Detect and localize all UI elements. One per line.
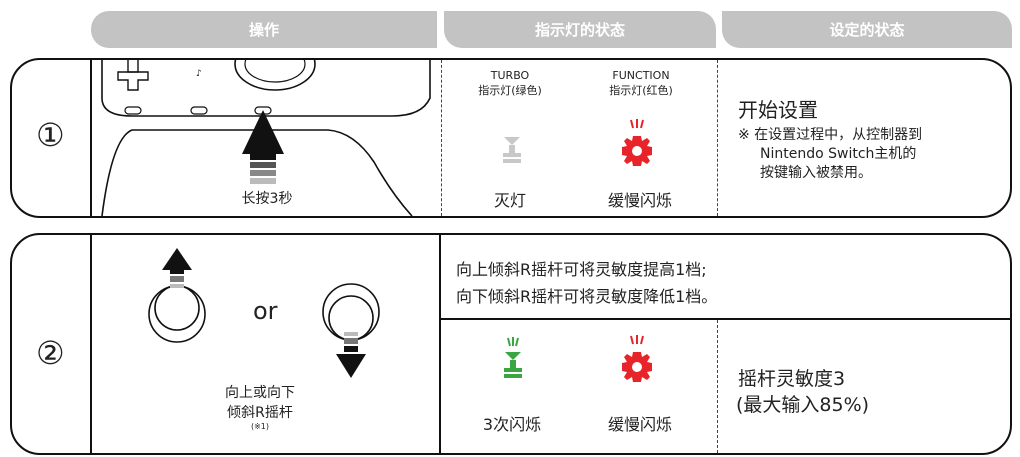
row1-note-3: 按键输入被禁用。 [760,165,872,181]
row1-note-1: ※ 在设置过程中，从控制器到 [738,127,923,143]
row2-hdivider [440,318,1012,320]
row1-divider [90,58,92,218]
turbo-led-green-icon [504,337,522,378]
function-header: FUNCTION 指示灯(红色) [596,69,686,98]
controller-illustration: ♪ [101,58,431,216]
tilt-line-1: 向上或向下 [225,385,295,401]
header-setting: 设定的状态 [722,11,1012,48]
row1-dash-divider-1 [441,60,442,216]
header-operation-label: 操作 [248,21,279,39]
tilt-note: (※1) [250,422,270,431]
row2-function-state: 缓慢闪烁 [607,415,672,434]
row2-setting-1: 摇杆灵敏度3 [738,368,846,390]
row1-turbo-state: 灭灯 [493,191,526,210]
row1-setting-title: 开始设置 [738,98,818,122]
row-1 [10,58,1012,218]
turbo-title: TURBO [490,69,530,82]
turbo-led-icon [503,137,521,163]
row1-number: ① [36,116,65,154]
row2-turbo-state: 3次闪烁 [482,415,542,434]
row-2 [10,233,1012,455]
function-sub: 指示灯(红色) [609,84,673,97]
row2-desc-2: 向下倾斜R摇杆可将灵敏度降低1档。 [456,287,718,306]
header-indicator-label: 指示灯的状态 [534,21,625,39]
row2-desc-1: 向上倾斜R摇杆可将灵敏度提高1档; [456,260,707,279]
arrow-up-icon [242,110,284,184]
row1-function-state: 缓慢闪烁 [607,191,672,210]
or-label: or [253,297,278,325]
tilt-label: 向上或向下 倾斜R摇杆 (※1) [205,382,315,431]
turbo-header: TURBO 指示灯(绿色) [470,69,550,98]
header-operation: 操作 [91,11,437,48]
function-gear-icon [622,119,652,166]
joystick-down-icon [322,283,380,378]
row2-setting-2: (最大输入85%) [736,394,870,416]
row2-dash-divider [717,320,718,453]
row2-number: ② [36,334,65,372]
function-title: FUNCTION [612,69,670,82]
header-setting-label: 设定的状态 [829,21,905,39]
turbo-sub: 指示灯(绿色) [478,84,542,97]
svg-text:♪: ♪ [196,69,202,79]
function-gear-icon-2 [622,335,652,382]
row2-divider [90,233,92,455]
row1-note-2: Nintendo Switch主机的 [760,146,917,162]
header-indicator: 指示灯的状态 [444,11,716,48]
press-3s-label: 长按3秒 [241,191,293,207]
row1-dash-divider-2 [717,60,718,216]
joystick-icon [148,248,206,343]
row2-divider-2 [439,233,441,455]
tilt-line-2: 倾斜R摇杆 [227,405,293,421]
